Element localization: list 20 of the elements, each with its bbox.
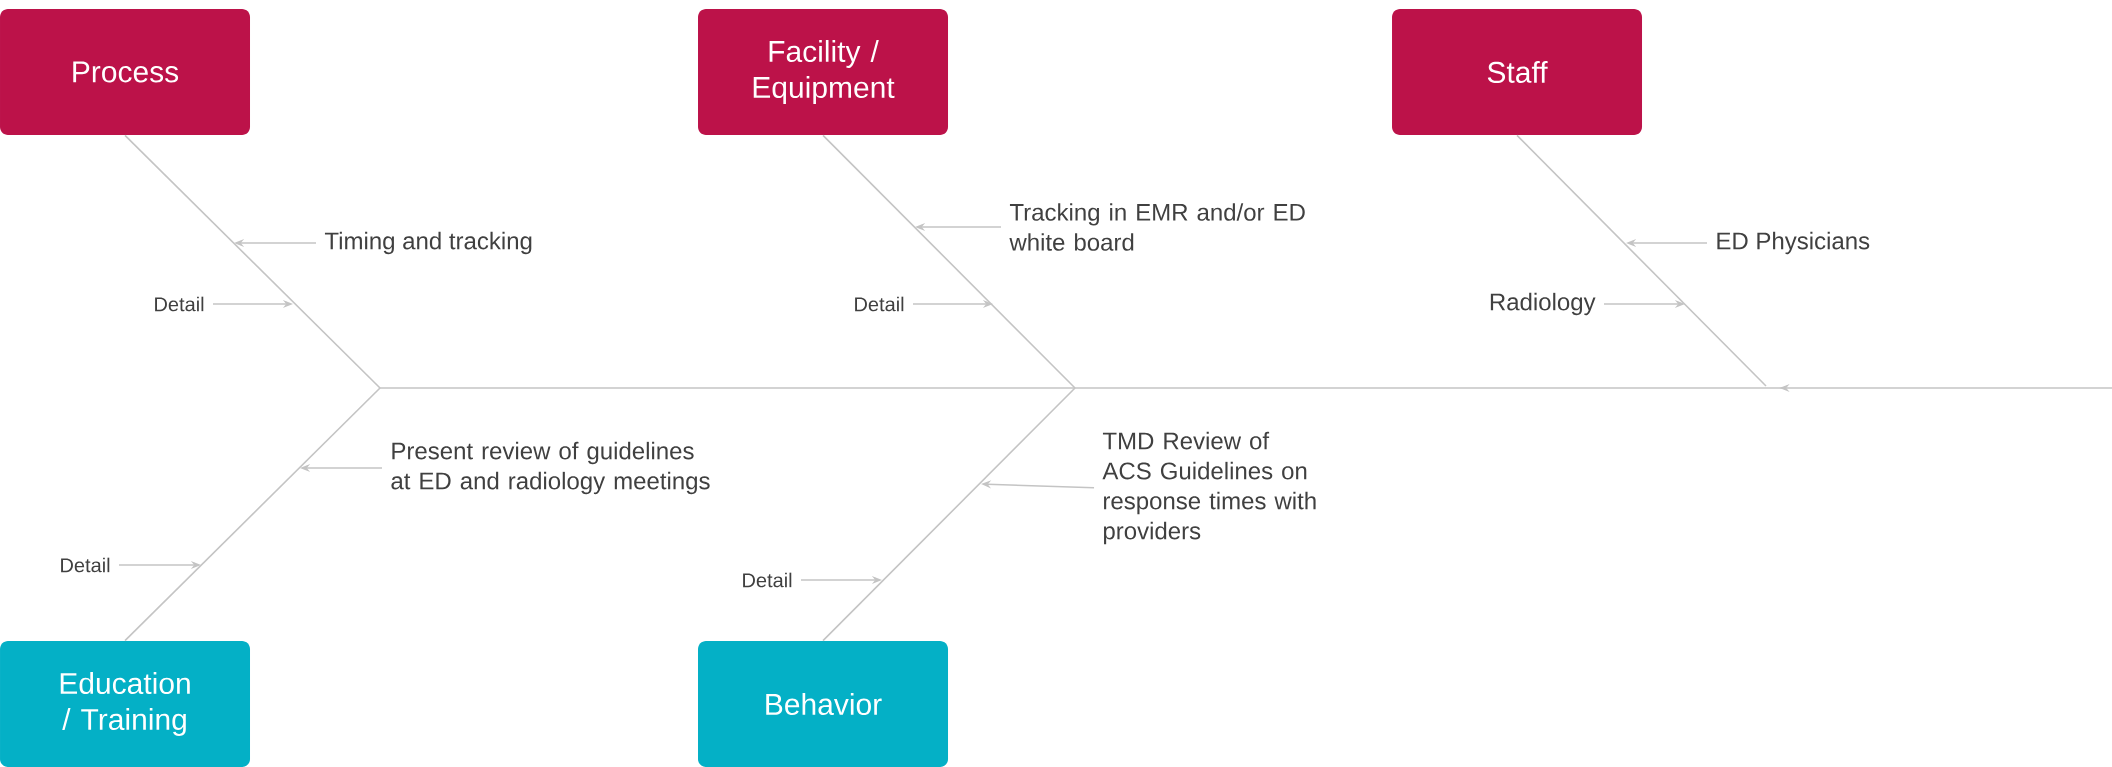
fishbone-branch <box>124 387 381 642</box>
fishbone-branch <box>124 134 381 389</box>
cause-label: TMD Review of ACS Guidelines on response times with providers <box>1102 431 1316 545</box>
category-box: Process <box>0 9 250 135</box>
cause-label: Radiology <box>1490 292 1596 316</box>
cause-label: Detail <box>743 572 792 588</box>
fishbone-branch <box>822 387 1076 642</box>
cause-label: Detail <box>61 557 110 573</box>
fishbone-branch <box>822 134 1076 389</box>
cause-label: Timing and tracking <box>324 231 532 255</box>
cause-label: Detail <box>855 296 904 312</box>
cause-label: Tracking in EMR and/or ED white board <box>1009 203 1305 251</box>
cause-label: ED Physicians <box>1717 231 1870 255</box>
cause-label: Present review of guidelines at ED and radiology meetings <box>391 441 710 495</box>
category-box: Behavior <box>698 641 948 767</box>
fishbone-branch <box>1516 134 1767 387</box>
category-box: Facility / Equipment <box>698 9 948 135</box>
cause-label: Detail <box>155 296 204 312</box>
category-box: Education / Training <box>0 641 250 767</box>
category-box: Staff <box>1392 9 1642 135</box>
